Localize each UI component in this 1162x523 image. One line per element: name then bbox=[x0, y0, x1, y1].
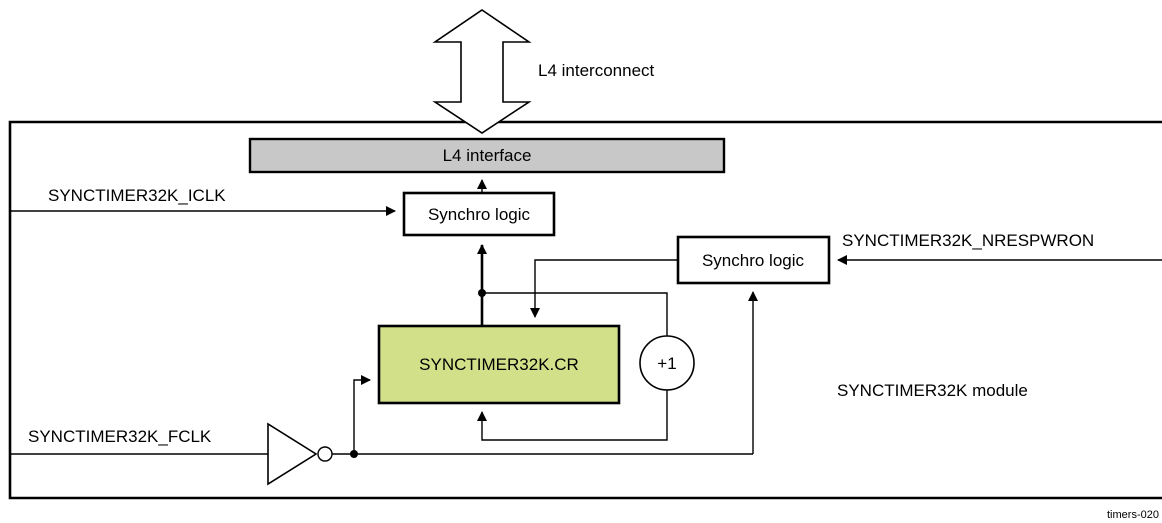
nrespwron-label: SYNCTIMER32K_NRESPWRON bbox=[842, 231, 1094, 250]
feedback-to-incrementer-wire bbox=[482, 292, 668, 336]
inverter-bubble bbox=[317, 446, 333, 462]
synchro-logic-right-label: Synchro logic bbox=[702, 251, 805, 270]
synchro-logic-top-block bbox=[402, 191, 556, 237]
module-label: SYNCTIMER32K module bbox=[837, 381, 1028, 400]
iclk-label: SYNCTIMER32K_ICLK bbox=[48, 186, 226, 205]
inverter-buffer bbox=[267, 422, 318, 486]
counter-register-label: SYNCTIMER32K.CR bbox=[419, 355, 579, 374]
counter-register-block bbox=[377, 324, 621, 405]
l4-interface-block bbox=[248, 137, 726, 174]
module-boundary bbox=[8, 120, 1162, 500]
reset-to-cr-wire bbox=[530, 259, 678, 318]
l4-interconnect-label: L4 interconnect bbox=[538, 61, 655, 80]
figure-id: timers-020 bbox=[1107, 509, 1159, 521]
synchro-logic-top-label: Synchro logic bbox=[428, 205, 531, 224]
fclk-label: SYNCTIMER32K_FCLK bbox=[28, 427, 212, 446]
incrementer-to-cr-wire bbox=[477, 390, 668, 441]
fclk-to-cr-wire bbox=[353, 375, 371, 454]
l4-interface-label: L4 interface bbox=[443, 146, 532, 165]
incrementer-label: +1 bbox=[657, 354, 676, 373]
l4-interconnect-arrow bbox=[432, 9, 532, 134]
